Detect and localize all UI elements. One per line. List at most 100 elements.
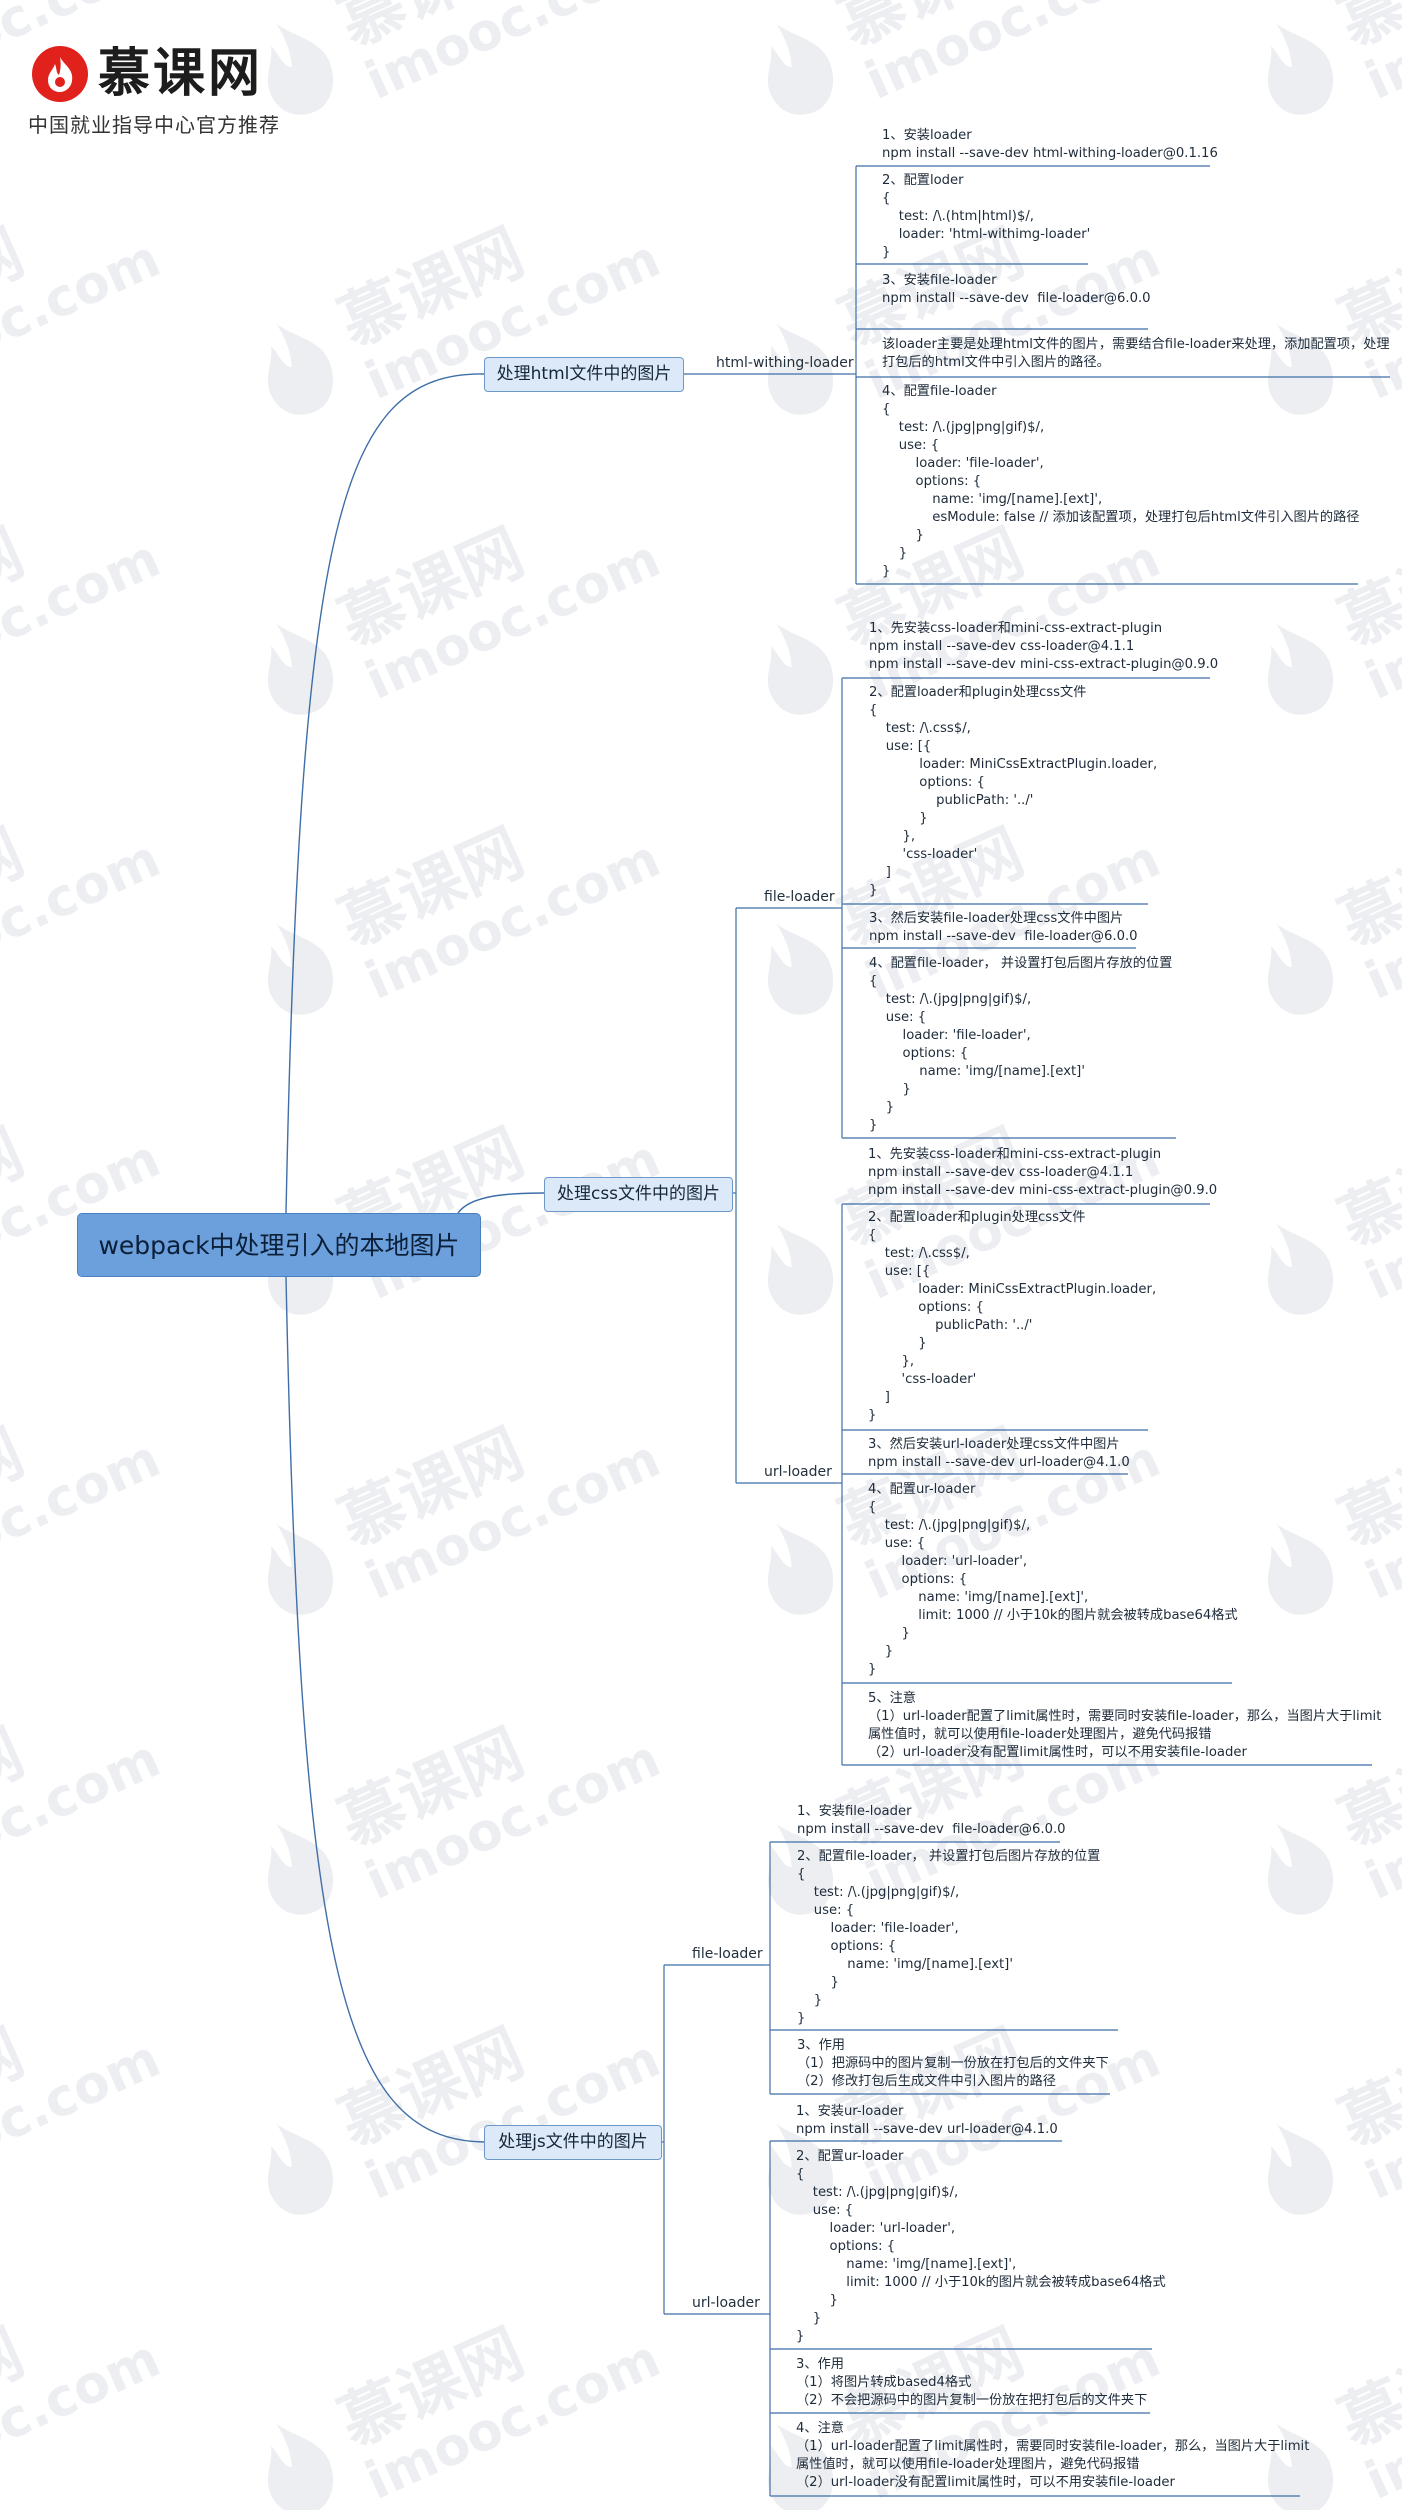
watermark-brand-text: 慕课网 (0, 1716, 34, 1862)
topic-css-images[interactable]: 处理css文件中的图片 (544, 1177, 733, 1212)
watermark-brand-text: 慕课网 (1329, 2316, 1402, 2462)
watermark-flame-icon (767, 623, 833, 715)
watermark-domain-text: imooc.com (0, 829, 169, 1012)
watermark-flame-icon (1267, 923, 1333, 1015)
watermark-brand-text: 慕课网 (829, 0, 1034, 61)
watermark-domain-text: imooc.com (357, 1729, 669, 1912)
note-html-1: 1、安装loader npm install --save-dev html-w… (882, 128, 1218, 161)
watermark-domain-text: imooc.com (357, 1429, 669, 1612)
watermark-brand-text: 慕课网 (0, 2016, 34, 2162)
watermark-flame-icon (267, 323, 333, 415)
watermark-domain-text: imooc.com (0, 529, 169, 712)
note-js-file-3: 3、作用 （1）把源码中的图片复制一份放在打包后的文件夹下 （2）修改打包后生成… (797, 2038, 1109, 2089)
note-js-url-4: 4、注意 （1）url-loader配置了limit属性时，需要同时安装file… (796, 2421, 1310, 2490)
watermark-domain-text: imooc.com (357, 529, 669, 712)
watermark-domain-text: imooc.com (1357, 229, 1402, 412)
note-css-file-3: 3、然后安装file-loader处理css文件中图片 npm install … (869, 911, 1138, 944)
watermark-flame-icon (267, 923, 333, 1015)
watermark-flame-icon (767, 23, 833, 115)
watermark-brand-text: 慕课网 (329, 0, 534, 61)
watermark-brand-text: 慕课网 (0, 1416, 34, 1562)
watermark-brand-text: 慕课网 (0, 2316, 34, 2462)
watermark-brand-text: 慕课网 (0, 1116, 34, 1262)
topic-html-images[interactable]: 处理html文件中的图片 (484, 357, 684, 392)
watermark-flame-icon (1267, 1223, 1333, 1315)
note-html-3: 3、安装file-loader npm install --save-dev f… (882, 273, 1151, 306)
imooc-logo: 慕课网 中国就业指导中心官方推荐 (28, 42, 288, 142)
watermark-flame-icon (767, 923, 833, 1015)
watermark-flame-icon (267, 623, 333, 715)
branch-css-file-loader[interactable]: file-loader (764, 889, 835, 905)
watermark-flame-icon (1267, 623, 1333, 715)
watermark-flame-icon (267, 2123, 333, 2215)
watermark-domain-text: imooc.com (857, 0, 1169, 112)
watermark-brand-text: 慕课网 (0, 816, 34, 962)
watermark-brand-text: 慕课网 (329, 216, 534, 362)
watermark-domain-text: imooc.com (0, 2329, 169, 2510)
logo-text: 慕课网 (98, 44, 264, 104)
branch-html-withing-loader[interactable]: html-withing-loader (716, 355, 854, 371)
branch-js-url-loader[interactable]: url-loader (692, 2295, 760, 2311)
note-html-4: 4、配置file-loader { test: /\.(jpg|png|gif)… (882, 384, 1360, 579)
topic-js-images[interactable]: 处理js文件中的图片 (484, 2125, 662, 2160)
logo-slogan: 中国就业指导中心官方推荐 (28, 113, 280, 137)
link-root-html (285, 373, 485, 1214)
note-css-file-4: 4、配置file-loader， 并设置打包后图片存放的位置 { test: /… (869, 956, 1173, 1133)
watermark-brand-text: 慕课网 (329, 2316, 534, 2462)
branch-css-url-loader[interactable]: url-loader (764, 1464, 832, 1480)
note-css-file-2: 2、配置loader和plugin处理css文件 { test: /\.css$… (869, 685, 1158, 898)
note-css-file-1: 1、先安装css-loader和mini-css-extract-plugin … (869, 621, 1219, 672)
watermark-domain-text: imooc.com (1357, 829, 1402, 1012)
root-topic[interactable]: webpack中处理引入的本地图片 (77, 1213, 481, 1277)
note-html-desc: 该loader主要是处理html文件的图片，需要结合file-loader来处理… (882, 337, 1390, 370)
watermark-flame-icon (1267, 1523, 1333, 1615)
watermark-brand-text: 慕课网 (329, 516, 534, 662)
note-css-url-4: 4、配置ur-loader { test: /\.(jpg|png|gif)$/… (868, 1482, 1238, 1677)
note-css-url-2: 2、配置loader和plugin处理css文件 { test: /\.css$… (868, 1210, 1157, 1423)
watermark-domain-text: imooc.com (1357, 2329, 1402, 2510)
note-html-2: 2、配置loder { test: /\.(htm|html)$/, loade… (882, 173, 1091, 260)
watermark-domain-text: imooc.com (357, 829, 669, 1012)
watermark-domain-text: imooc.com (357, 2329, 669, 2510)
watermark-domain-text: imooc.com (0, 1429, 169, 1612)
watermark-flame-icon (1267, 23, 1333, 115)
watermark-brand-text: 慕课网 (329, 1416, 534, 1562)
watermark-brand-text: 慕课网 (1329, 1116, 1402, 1262)
watermark-flame-icon (267, 2423, 333, 2510)
note-js-url-3: 3、作用 （1）将图片转成based4格式 （2）不会把源码中的图片复制一份放在… (796, 2357, 1148, 2408)
watermark-flame-icon (267, 1523, 333, 1615)
watermark-domain-text: imooc.com (1357, 1429, 1402, 1612)
note-css-url-1: 1、先安装css-loader和mini-css-extract-plugin … (868, 1147, 1218, 1198)
watermark-brand-text: 慕课网 (329, 1716, 534, 1862)
watermark-brand-text: 慕课网 (1329, 0, 1402, 61)
watermark-flame-icon (267, 1823, 333, 1915)
watermark-flame-icon (1267, 1823, 1333, 1915)
watermark-brand-text: 慕课网 (0, 216, 34, 362)
watermark-domain-text: imooc.com (1357, 1129, 1402, 1312)
watermark-brand-text: 慕课网 (1329, 816, 1402, 962)
note-css-url-3: 3、然后安装url-loader处理css文件中图片 npm install -… (868, 1437, 1130, 1470)
watermark-domain-text: imooc.com (1357, 529, 1402, 712)
watermark-domain-text: imooc.com (1357, 0, 1402, 112)
watermark-brand-text: 慕课网 (1329, 1416, 1402, 1562)
watermark-domain-text: imooc.com (1357, 2029, 1402, 2212)
branch-js-file-loader[interactable]: file-loader (692, 1946, 763, 1962)
watermark-domain-text: imooc.com (0, 2029, 169, 2212)
watermark-flame-icon (767, 1223, 833, 1315)
